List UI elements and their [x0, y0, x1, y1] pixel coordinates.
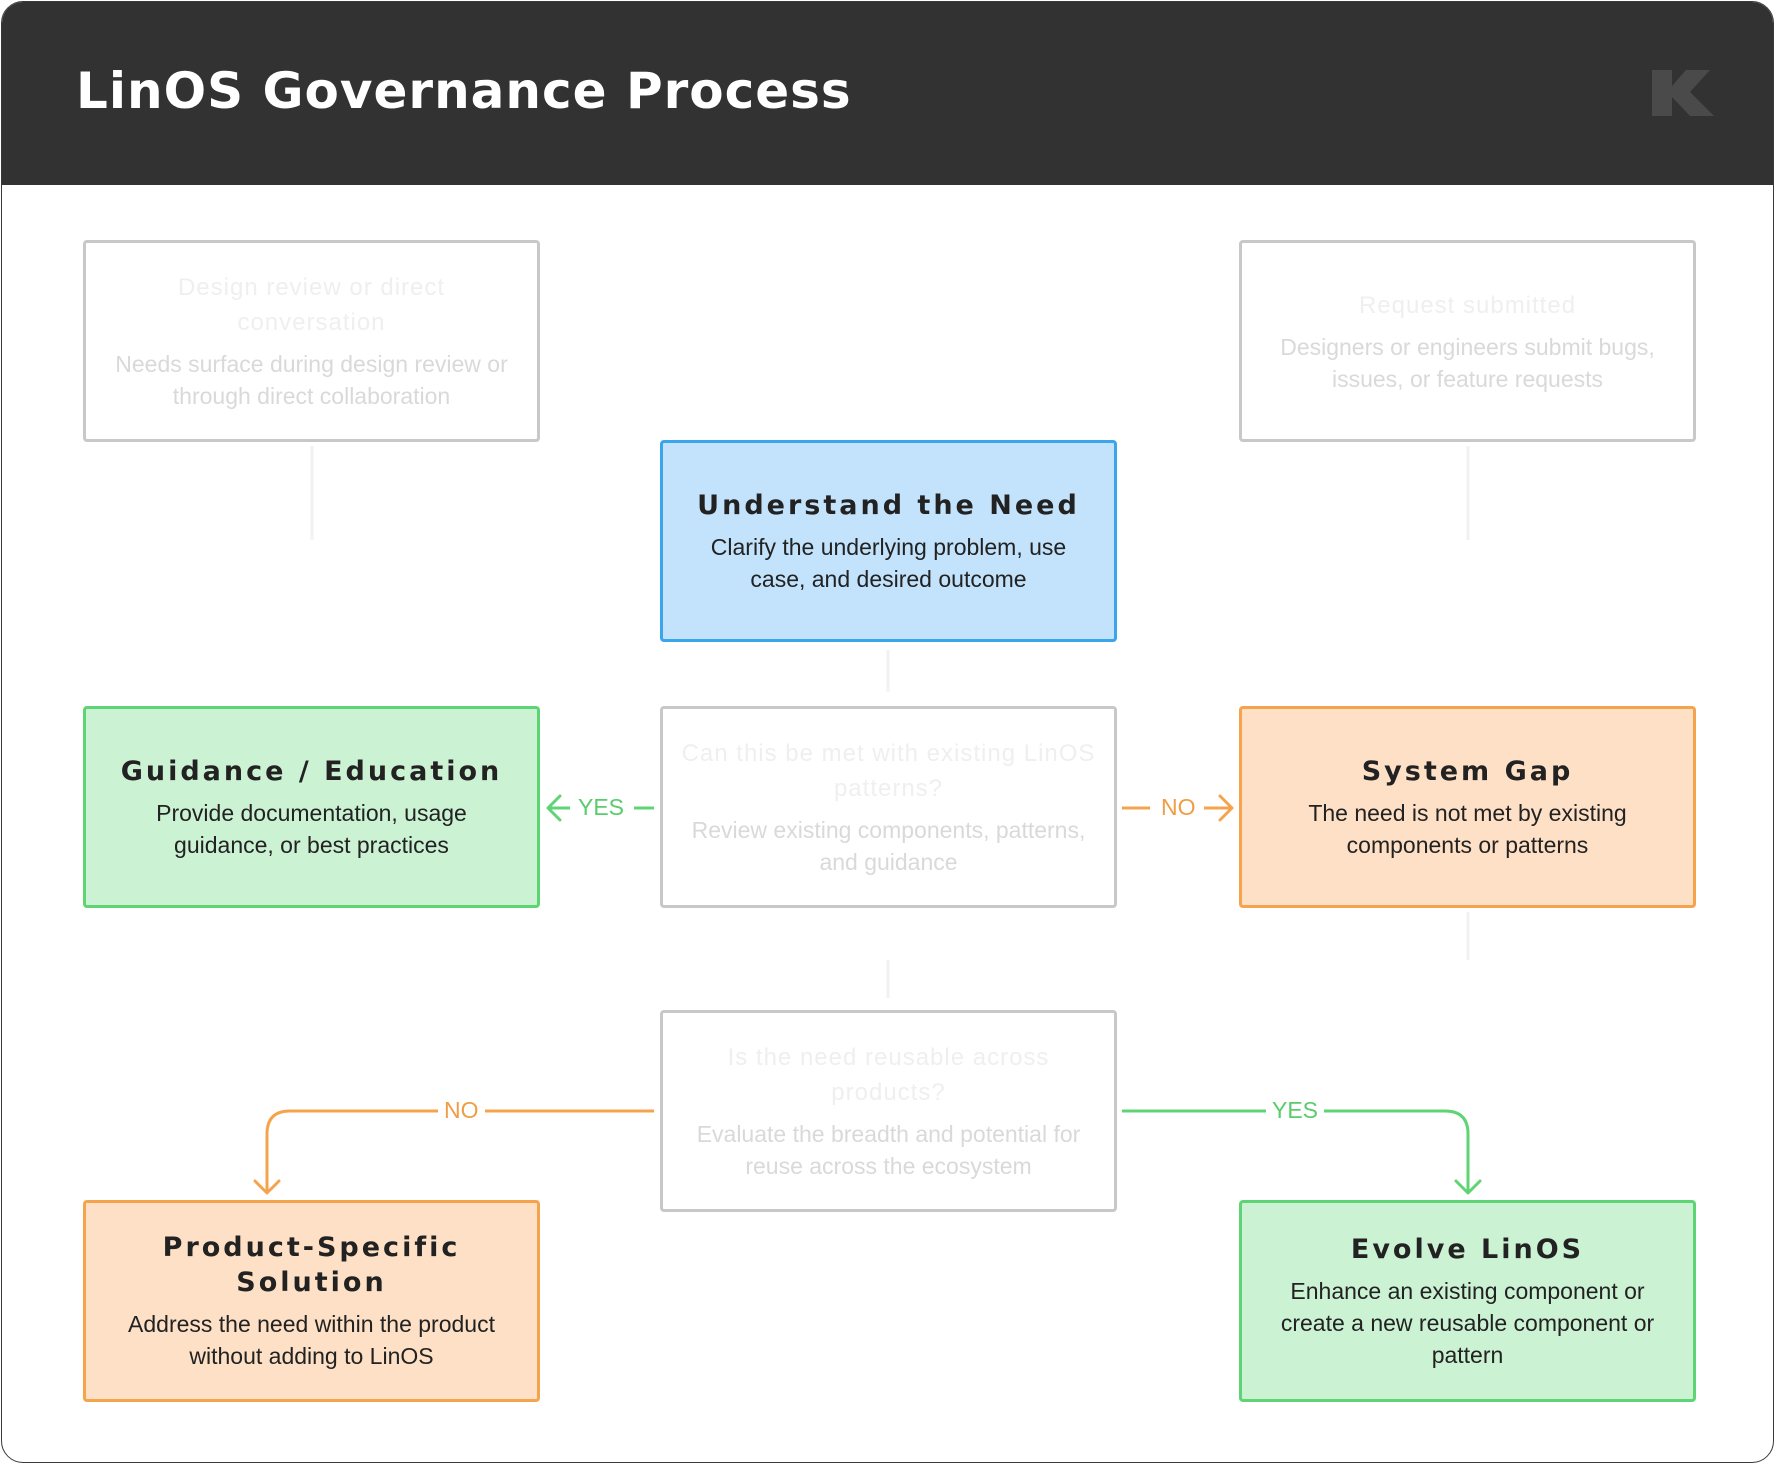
node-title: Product-Specific Solution	[162, 1232, 461, 1298]
node-description: Review existing components, patterns, an…	[691, 817, 1086, 875]
page-title: LinOS Governance Process	[76, 62, 852, 120]
node-description: Needs surface during design review or th…	[115, 351, 508, 409]
node-title: Design review or direct conversation	[177, 274, 446, 336]
node-title: Can this be met with existing LinOS patt…	[681, 740, 1096, 802]
node-system-gap: System Gap The need is not met by existi…	[1239, 706, 1696, 908]
node-product-specific: Product-Specific Solution Address the ne…	[83, 1200, 540, 1402]
node-guidance: Guidance / Education Provide documentati…	[83, 706, 540, 908]
node-description: Evaluate the breadth and potential for r…	[696, 1121, 1081, 1179]
node-request-intake: Request submitted Designers or engineers…	[1239, 240, 1696, 442]
arrow-right-icon	[1218, 794, 1234, 822]
node-description: Provide documentation, usage guidance, o…	[156, 799, 467, 858]
node-reusable-check: Is the need reusable across products? Ev…	[660, 1010, 1117, 1212]
node-title: System Gap	[1361, 755, 1574, 787]
edge-label-yes-guidance: YES	[572, 794, 631, 821]
node-description: Enhance an existing component or create …	[1280, 1277, 1655, 1368]
node-title: Request submitted	[1358, 291, 1577, 319]
node-description: Designers or engineers submit bugs, issu…	[1280, 333, 1655, 392]
edge-label-no-gap: NO	[1155, 794, 1202, 821]
arrow-down-icon	[1454, 1179, 1482, 1195]
edge-no-product	[265, 1109, 654, 1193]
arrow-left-icon	[546, 794, 562, 822]
arrow-down-icon	[253, 1179, 281, 1195]
node-existing-check: Can this be met with existing LinOS patt…	[660, 706, 1117, 908]
node-evolve: Evolve LinOS Enhance an existing compone…	[1239, 1200, 1696, 1402]
node-title: Guidance / Education	[120, 755, 503, 787]
node-description: The need is not met by existing componen…	[1308, 799, 1627, 858]
node-title: Understand the Need	[697, 489, 1080, 521]
node-title: Evolve LinOS	[1350, 1233, 1585, 1265]
header-bar: LinOS Governance Process	[2, 2, 1773, 185]
edge-yes-evolve	[1122, 1109, 1470, 1193]
node-understand-need: Understand the Need Clarify the underlyi…	[660, 440, 1117, 642]
node-design-review: Design review or direct conversation Nee…	[83, 240, 540, 442]
edge-label-no-product: NO	[438, 1097, 485, 1124]
edge-label-yes-evolve: YES	[1266, 1097, 1325, 1124]
node-title: Is the need reusable across products?	[727, 1044, 1050, 1106]
node-description: Clarify the underlying problem, use case…	[710, 533, 1067, 592]
k-logo-icon	[1652, 70, 1714, 116]
node-description: Address the need within the product with…	[128, 1311, 495, 1369]
